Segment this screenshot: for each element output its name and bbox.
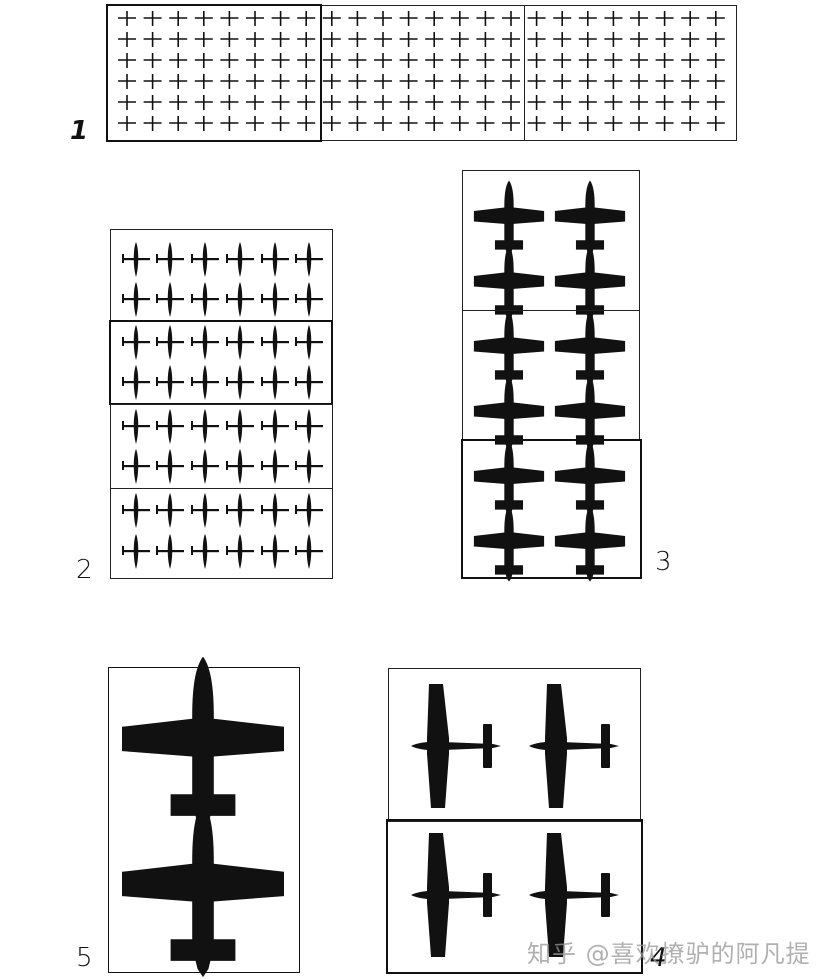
figure-1-highlight-frame (106, 4, 322, 142)
figure-3-label: 3 (655, 547, 672, 577)
figure-2-section-4 (110, 488, 333, 579)
watermark: 知乎 @喜欢撩驴的阿凡提 (527, 940, 811, 968)
figure-4-label: 4 (650, 943, 667, 973)
figure-4-section-2-highlight (386, 819, 643, 974)
cross-grid (118, 11, 725, 131)
figure-2: 2 (76, 229, 333, 585)
figure-3-section-3-highlight (461, 439, 642, 579)
figure-1: 1 (0, 0, 822, 160)
figure-2-label: 2 (76, 555, 93, 585)
medium-aircraft-formation (473, 180, 626, 582)
figure-1-section-divider (524, 5, 525, 141)
figure-1-label: 1 (70, 116, 89, 146)
figure-3: 3 (461, 170, 672, 582)
figure-4-section-1 (388, 668, 641, 822)
small-aircraft-formation (122, 242, 323, 569)
figure-5-frame (108, 667, 300, 973)
figure-5-label: 5 (76, 943, 93, 973)
